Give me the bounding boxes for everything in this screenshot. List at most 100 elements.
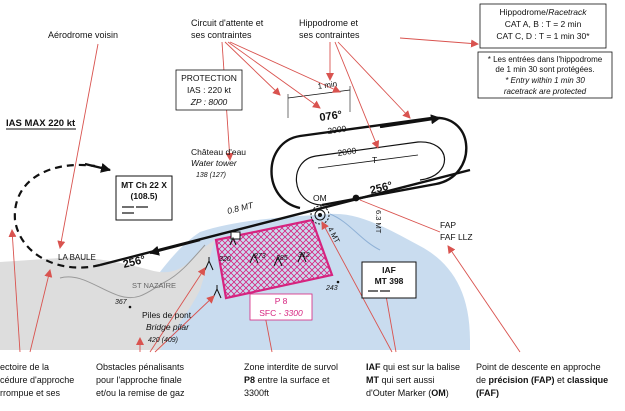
- missed-approach: [13, 162, 111, 269]
- morse-code-icon: [122, 206, 148, 214]
- elev-320: 320: [219, 256, 231, 263]
- river-right: [329, 213, 381, 251]
- p8-upper: 3300: [284, 308, 303, 318]
- mt-box: [115, 175, 173, 221]
- bottom-c4-l1: IAF qui est sur la balise: [366, 362, 460, 372]
- callout-holding-line2: ses contraintes: [191, 30, 252, 40]
- bottom-c4-l3c: ): [446, 388, 449, 398]
- callout-racetrack-line2: ses contraintes: [299, 30, 360, 40]
- mt-box-line2: (108.5): [131, 191, 158, 201]
- callout-holding-line1: Circuit d'attente et: [191, 18, 264, 28]
- p8-box: [249, 293, 313, 321]
- protected-note-box: [477, 51, 613, 99]
- t-label: T: [372, 155, 377, 165]
- protection-zp-value: 8000: [208, 97, 227, 107]
- final-approach: [99, 168, 471, 267]
- bottom-c4-l1b: qui est sur la balise: [381, 362, 461, 372]
- water-tower-elev: 138 (127): [196, 172, 226, 179]
- bottom-c4-l2a: MT: [366, 375, 379, 385]
- elev-243: 243: [325, 285, 338, 292]
- racetrack-title-en: Racetrack: [548, 7, 587, 17]
- callout-racetrack-line1: Hippodrome et: [299, 18, 359, 28]
- iaf-box: [361, 261, 417, 299]
- callout-line: [224, 41, 281, 96]
- obstacle-icon: [212, 285, 222, 299]
- bottom-c5-l2c: et: [555, 375, 568, 385]
- elev-367: 367: [115, 299, 128, 306]
- protection-zp: ZP : 8000: [190, 97, 228, 107]
- callout-line: [399, 37, 479, 48]
- dist-08-label: 0.8 MT: [226, 200, 255, 216]
- bottom-c5-l2a: de: [476, 375, 489, 385]
- prohibited-area-shape: [214, 218, 334, 300]
- t-dimension: [317, 154, 419, 169]
- obstacle-icon: [297, 251, 307, 263]
- inbound-course-label: 076°: [319, 109, 343, 124]
- bottom-c2-l2: pour l'approche finale: [96, 375, 182, 385]
- bridge-fr: Piles de pont: [142, 310, 192, 320]
- callout-line: [149, 267, 206, 353]
- bridge-en: Bridge pilar: [146, 322, 190, 332]
- water-tower-fr: Château d'eau: [191, 147, 246, 157]
- bottom-c2-l3: et/ou la remise de gaz: [96, 388, 185, 398]
- fap-label: FAP: [440, 220, 456, 230]
- coast-line: [59, 244, 206, 298]
- racetrack-inner: [295, 141, 446, 206]
- callout-line: [337, 41, 411, 119]
- p8-sfc: SFC -: [259, 308, 284, 318]
- protection-title: PROTECTION: [181, 73, 237, 83]
- p8-limits: SFC - 3300: [259, 308, 303, 318]
- callout-nearby-aerodrome: Aérodrome voisin: [48, 30, 118, 40]
- bottom-c3-l2a: P8: [244, 375, 255, 385]
- racetrack-cat-cd: CAT C, D : T = 1 min 30*: [496, 31, 590, 41]
- callout-line: [382, 289, 397, 353]
- bottom-c1-l2: cédure d'approche: [0, 375, 74, 385]
- dist-63-label: 6.3 MT: [374, 210, 383, 234]
- obstacle-icon: [204, 257, 214, 271]
- prohibited-area-p8: [214, 218, 334, 300]
- elev-312: 312: [298, 252, 310, 259]
- callout-line: [57, 43, 99, 249]
- elev-285: 285: [275, 255, 288, 262]
- obstacle-icon: [229, 236, 237, 246]
- protected-note-line4: racetrack are protected: [504, 87, 587, 96]
- racetrack-title-fr: Hippodrome/: [500, 7, 549, 17]
- protection-box: [175, 69, 243, 111]
- obstacle-icon: [273, 255, 283, 267]
- protection-ias: IAS : 220 kt: [187, 85, 232, 95]
- ias-max-label: IAS MAX 220 kt: [6, 118, 76, 129]
- bottom-c5-l1: Point de descente en approche: [476, 362, 601, 372]
- bottom-c3-l1: Zone interdite de survol: [244, 362, 338, 372]
- mt-box-line1: MT Ch 22 X: [121, 180, 167, 190]
- bottom-c5-l2: de précision (FAP) et classique: [476, 375, 608, 385]
- la-baule-label: LA BAULE: [58, 253, 96, 262]
- callout-line: [321, 221, 393, 353]
- racetrack-cat-ab: CAT A, B : T = 2 min: [505, 19, 582, 29]
- spot-dots: [128, 280, 340, 309]
- iaf-title: IAF: [382, 265, 396, 275]
- bottom-c4-l2b: qui sert aussi: [379, 375, 435, 385]
- mt-dme-icon: [230, 231, 241, 240]
- inbound-arrow: [379, 114, 441, 129]
- outbound-course-label: 256°: [369, 180, 394, 197]
- callout-line: [447, 245, 521, 353]
- callout-line: [29, 269, 53, 353]
- bottom-c4-l3: d'Outer Marker (OM): [366, 388, 449, 398]
- bottom-c2-l1: Obstacles pénalisants: [96, 362, 185, 372]
- callout-lines: [8, 37, 521, 353]
- racetrack-box-title: Hippodrome/Racetrack: [500, 7, 588, 17]
- water-tower-en: Water tower: [191, 158, 238, 168]
- bottom-c5-l2b: précision (FAP): [489, 375, 555, 385]
- bottom-c3-l2b: entre la surface et: [255, 375, 330, 385]
- bottom-c4-l3a: d'Outer Marker (: [366, 388, 431, 398]
- altitude-top-label: 2000: [327, 123, 347, 136]
- callout-line: [334, 41, 380, 149]
- bridge-elev: 420 (409): [148, 337, 178, 344]
- bottom-c4-l1a: IAF: [366, 362, 381, 372]
- callout-line: [8, 229, 21, 353]
- bottom-c4-l3b: OM: [431, 388, 446, 398]
- land-area: [0, 240, 215, 350]
- callout-line: [154, 295, 215, 353]
- om-label: OM: [313, 193, 327, 203]
- missed-approach-arrow: [84, 162, 111, 173]
